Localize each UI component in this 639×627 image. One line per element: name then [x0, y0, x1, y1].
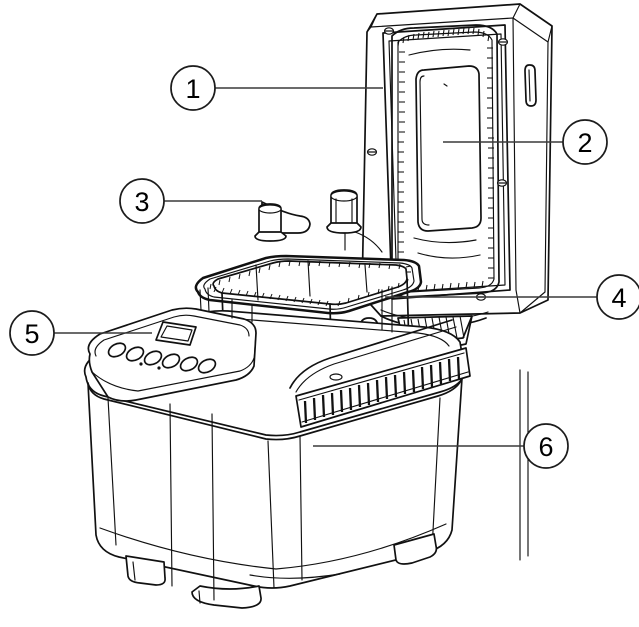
lcd-display[interactable] — [155, 321, 197, 346]
button-2 — [125, 346, 145, 362]
control-buttons[interactable] — [106, 340, 218, 375]
control-panel — [87, 307, 257, 402]
kneading-paddles — [254, 189, 383, 253]
button-6 — [197, 358, 217, 374]
body-feet — [125, 533, 438, 609]
callout-circle-1[interactable] — [170, 65, 216, 111]
alignment-guides — [169, 286, 529, 601]
lid-gasket — [391, 24, 500, 298]
viewing-window — [415, 65, 482, 232]
button-1 — [107, 342, 127, 358]
lid-assembly — [361, 3, 553, 328]
button-5 — [179, 356, 199, 372]
callout-circle-6[interactable] — [523, 423, 569, 469]
callout-circle-2[interactable] — [562, 119, 608, 165]
callout-1[interactable]: 1 — [170, 65, 383, 111]
callout-circle-3[interactable] — [119, 178, 165, 224]
callout-circle-4[interactable] — [596, 274, 639, 320]
callout-circle-5[interactable] — [9, 310, 55, 356]
lid-handle-slot — [524, 64, 537, 107]
button-3 — [143, 350, 163, 366]
callout-3[interactable]: 3 — [119, 178, 262, 224]
ventilation-grille — [289, 319, 471, 428]
button-4 — [161, 353, 181, 369]
